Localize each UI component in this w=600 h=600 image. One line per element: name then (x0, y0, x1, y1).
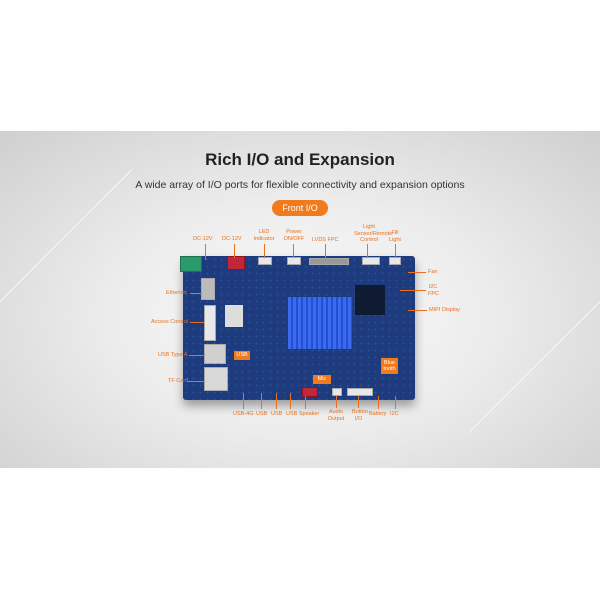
front-io-pill: Front I/O (272, 200, 328, 216)
lvds-connector (309, 258, 349, 265)
leader-line (367, 244, 368, 258)
speaker-connector (302, 387, 318, 397)
leader-line (408, 310, 427, 311)
label-i2c-fpc: I2C FPC (428, 284, 439, 297)
leader-line (358, 396, 359, 408)
decor-line (468, 248, 600, 434)
decor-line (0, 168, 133, 354)
label-access-control: Access Control (151, 319, 188, 325)
ethernet-port (201, 278, 215, 300)
sensor-connector (362, 257, 380, 265)
leader-line (190, 293, 202, 294)
leader-line (276, 393, 277, 409)
subtitle: A wide array of I/O ports for flexible c… (135, 179, 465, 191)
label-usb-4g: USB-4G (233, 411, 254, 417)
leader-line (395, 244, 396, 258)
leader-line (234, 244, 235, 258)
label-audio-output: Audio Output (327, 409, 345, 422)
leader-line (378, 396, 379, 409)
heatsink (288, 297, 352, 349)
leader-line (243, 393, 244, 409)
fill-light-connector (389, 257, 401, 265)
leader-line (336, 396, 337, 408)
audio-connector (332, 388, 342, 396)
access-control-connector (204, 305, 216, 341)
dc-jack-green (180, 256, 202, 272)
leader-line (395, 396, 396, 409)
leader-line (305, 396, 306, 409)
label-usb-speaker: USB Speaker (286, 411, 320, 417)
label-usb: USB (256, 411, 268, 417)
label-mipi-display: MIPI Display (429, 307, 460, 313)
mic-badge: Mic (313, 375, 331, 384)
label-battery: Battery (369, 411, 387, 417)
button-io-connector (347, 388, 373, 396)
label-power-on-off: Power ON/OFF (283, 229, 305, 242)
label-usb-2: USB (271, 411, 283, 417)
label-fan: Fan (428, 269, 438, 275)
leader-line (261, 393, 262, 409)
leader-line (400, 290, 426, 291)
label-ethernet: Ethernet (166, 290, 187, 296)
usb-badge: USB (234, 351, 250, 360)
leader-line (189, 355, 205, 356)
leader-line (408, 272, 426, 273)
page-title: Rich I/O and Expansion (205, 150, 395, 169)
led-connector (258, 257, 272, 265)
label-lvds-fpc: LVDS FPC (312, 237, 339, 243)
leader-line (187, 381, 205, 382)
module (225, 305, 243, 327)
label-light-sensor: Light Sensor/Remote Control (354, 224, 393, 243)
leader-line (190, 322, 204, 323)
dc-jack-red (227, 256, 245, 270)
leader-line (325, 244, 326, 259)
label-dc-12v-2: DC-12V (222, 236, 242, 242)
label-dc-12v: DC-12V (193, 236, 213, 242)
leader-line (264, 244, 265, 258)
power-connector (287, 257, 301, 265)
leader-line (290, 393, 291, 409)
label-led-indicator: LED Indicator (253, 229, 275, 242)
label-usb-type-a: USB Type A (158, 352, 188, 358)
leader-line (293, 244, 294, 258)
label-i2c: I2C (390, 411, 399, 417)
chip (355, 285, 385, 315)
leader-line (205, 244, 206, 260)
usb-type-a-port (204, 344, 226, 364)
bluetooth-badge: Blue tooth (381, 358, 398, 374)
label-button-io: Button I/O (352, 409, 368, 422)
label-tf-card: TF Card (168, 378, 189, 384)
tf-card-slot (204, 367, 228, 391)
label-fill-light: Fill Light (389, 230, 401, 243)
